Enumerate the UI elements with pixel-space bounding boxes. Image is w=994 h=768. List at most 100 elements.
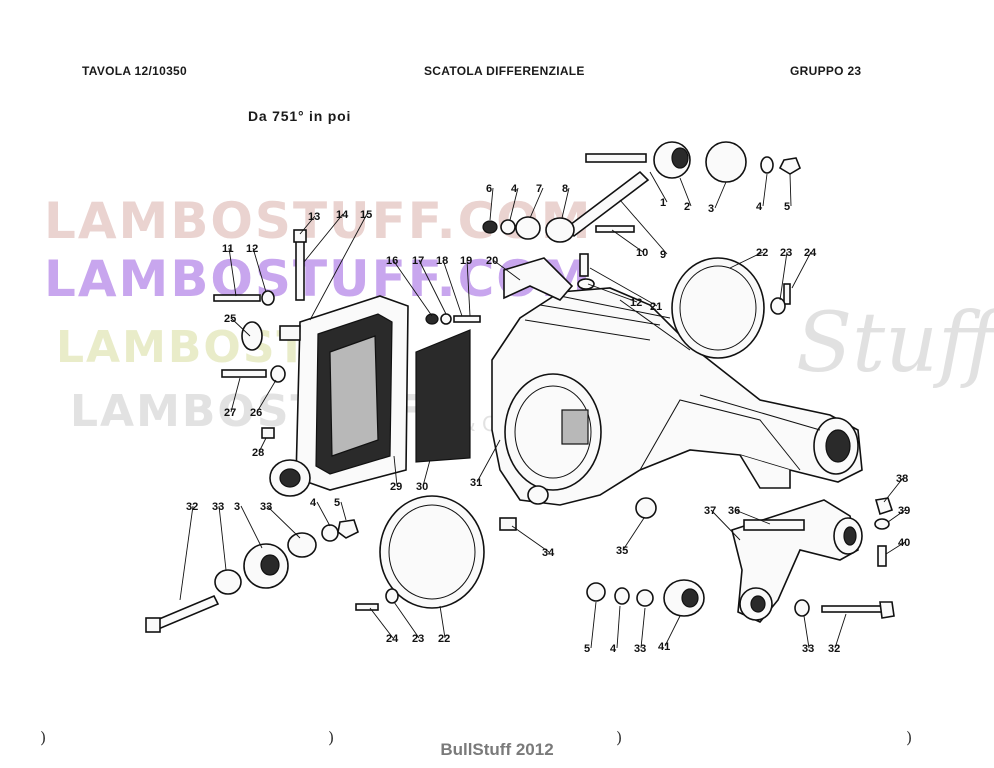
callout-leader [640, 607, 646, 649]
callout-number: 32 [828, 643, 840, 655]
callout-number: 27 [224, 407, 236, 419]
callout-leader [710, 509, 741, 541]
callout-leader [589, 267, 658, 307]
callout-number: 1 [660, 197, 666, 209]
watermark-text-1: LAMBOSTUFF.COM [44, 192, 593, 250]
callout-leader [622, 517, 645, 551]
callout-number: 23 [412, 633, 424, 645]
callout-number: 3 [234, 501, 240, 513]
differential-housing [491, 287, 863, 506]
callout-leader [392, 259, 433, 317]
callout-number: 3 [708, 203, 714, 215]
callout-number: 10 [636, 247, 648, 259]
callout-leader [803, 615, 810, 649]
callout-leader [252, 247, 267, 293]
callout-number: 4 [310, 497, 317, 509]
callout-leader [887, 509, 906, 523]
callout-number: 41 [658, 641, 670, 653]
callout-leader [734, 509, 771, 525]
callout-leader [714, 181, 727, 209]
callout-number: 13 [308, 211, 320, 223]
callout-number: 33 [212, 501, 224, 513]
callout-number: 17 [412, 255, 424, 267]
callout-leader [492, 259, 521, 281]
callout-leader [240, 505, 263, 549]
callout-number: 4 [756, 201, 763, 213]
callout-leader [422, 459, 431, 487]
callout-leader [511, 525, 550, 553]
callout-leader [299, 215, 316, 235]
left-fittings [213, 229, 791, 439]
bracket [503, 257, 574, 301]
callout-leader [619, 199, 668, 255]
callout-leader [779, 251, 788, 301]
callout-leader [179, 505, 194, 601]
callout-leader [466, 259, 471, 317]
parts-group [145, 141, 895, 633]
callout-number: 14 [336, 209, 349, 221]
callout-leader [393, 455, 398, 487]
callout-leader [509, 187, 519, 221]
callout-number: 37 [704, 505, 716, 517]
right-fittings [874, 497, 894, 567]
binding-mark-3: ) [616, 728, 623, 747]
callout-leader [590, 601, 597, 649]
callout-number: 39 [898, 505, 910, 517]
side-cover [269, 295, 409, 497]
callout-number: 9 [660, 249, 666, 261]
callout-number: 33 [634, 643, 646, 655]
callout-number: 15 [360, 209, 372, 221]
callout-leader [762, 173, 768, 207]
binding-mark-4: ) [906, 728, 913, 747]
callout-leader [230, 377, 241, 413]
callout-number: 32 [186, 501, 198, 513]
callout-leader [885, 541, 906, 555]
lower-left-mount [145, 519, 359, 633]
callout-leader [303, 213, 344, 263]
applicability-note: Da 751° in poi [248, 108, 352, 124]
callout-number: 21 [650, 301, 662, 313]
callout-leader [664, 615, 681, 647]
callout-number: 36 [728, 505, 740, 517]
callout-leader [476, 439, 501, 483]
callout-number: 28 [252, 447, 264, 459]
callout-leader [228, 247, 237, 297]
callout-leader [561, 187, 570, 219]
callout-leader [439, 605, 446, 639]
callout-number: 35 [616, 545, 628, 557]
callout-number: 8 [562, 183, 568, 195]
gasket-ring-top [671, 257, 765, 359]
callout-number: 5 [784, 201, 790, 213]
callout-leader [418, 259, 447, 315]
callout-number: 33 [802, 643, 814, 655]
binding-mark-1: ) [40, 728, 47, 747]
callout-leader [729, 251, 764, 269]
callout-leader [442, 259, 463, 317]
callout-number: 22 [756, 247, 768, 259]
callout-leader [266, 505, 301, 539]
callout-leader [883, 477, 904, 503]
cover-gasket [415, 329, 471, 463]
callout-leader [791, 251, 812, 289]
callout-number: 33 [260, 501, 272, 513]
callout-number: 29 [390, 481, 402, 493]
callout-leader [340, 501, 347, 521]
callout-leader [616, 605, 621, 649]
callout-number: 34 [542, 547, 555, 559]
callout-number: 30 [416, 481, 428, 493]
callout-number: 24 [386, 633, 399, 645]
callout-number: 23 [780, 247, 792, 259]
callout-leader [393, 601, 420, 639]
callout-leader [316, 501, 331, 527]
callout-leader [679, 177, 692, 207]
callout-leader [230, 317, 251, 337]
callout-number: 38 [896, 473, 908, 485]
callout-number: 20 [486, 255, 498, 267]
callout-leader [369, 607, 394, 639]
callout-number: 18 [436, 255, 448, 267]
top-mount-rod [482, 141, 801, 243]
callout-leader [834, 613, 847, 649]
callout-number: 5 [584, 643, 590, 655]
callout-leader [256, 379, 277, 413]
